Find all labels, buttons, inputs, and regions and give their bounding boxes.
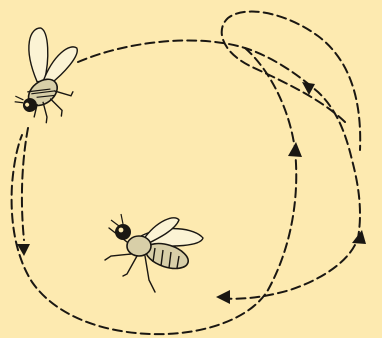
dashed-flight-path-left (22, 128, 28, 240)
arrowhead-icon (288, 142, 302, 157)
dashed-flight-path-outer (78, 40, 360, 298)
arrowhead-icon (216, 290, 230, 304)
fly-icon (105, 214, 203, 292)
dashed-flight-path-loop (222, 12, 361, 150)
arrowheads (17, 82, 366, 304)
fly-icon (0, 17, 104, 134)
